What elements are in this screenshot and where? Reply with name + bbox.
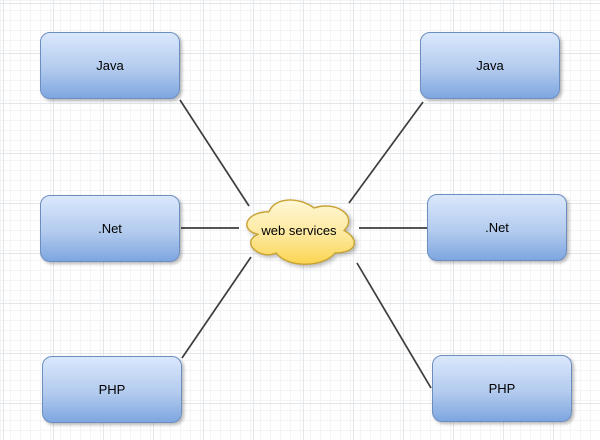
node-net-right[interactable]: .Net <box>427 194 567 261</box>
node-java-left[interactable]: Java <box>40 32 180 99</box>
connector-line-php-left[interactable] <box>181 256 252 359</box>
node-net-left[interactable]: .Net <box>40 195 180 262</box>
node-label: Java <box>96 58 124 73</box>
connector-line-java-right[interactable] <box>348 101 424 204</box>
node-label: .Net <box>485 220 509 235</box>
node-label: PHP <box>98 382 126 397</box>
web-services-cloud[interactable]: web services <box>239 193 359 268</box>
connector-line-php-right[interactable] <box>356 262 432 389</box>
node-label: Java <box>476 58 504 73</box>
connector-line-java-left[interactable] <box>179 99 250 207</box>
node-php-left[interactable]: PHP <box>42 356 182 423</box>
node-php-right[interactable]: PHP <box>432 355 572 422</box>
node-label: .Net <box>98 221 122 236</box>
cloud-shape[interactable] <box>246 199 355 265</box>
node-label: PHP <box>488 381 516 396</box>
node-java-right[interactable]: Java <box>420 32 560 99</box>
